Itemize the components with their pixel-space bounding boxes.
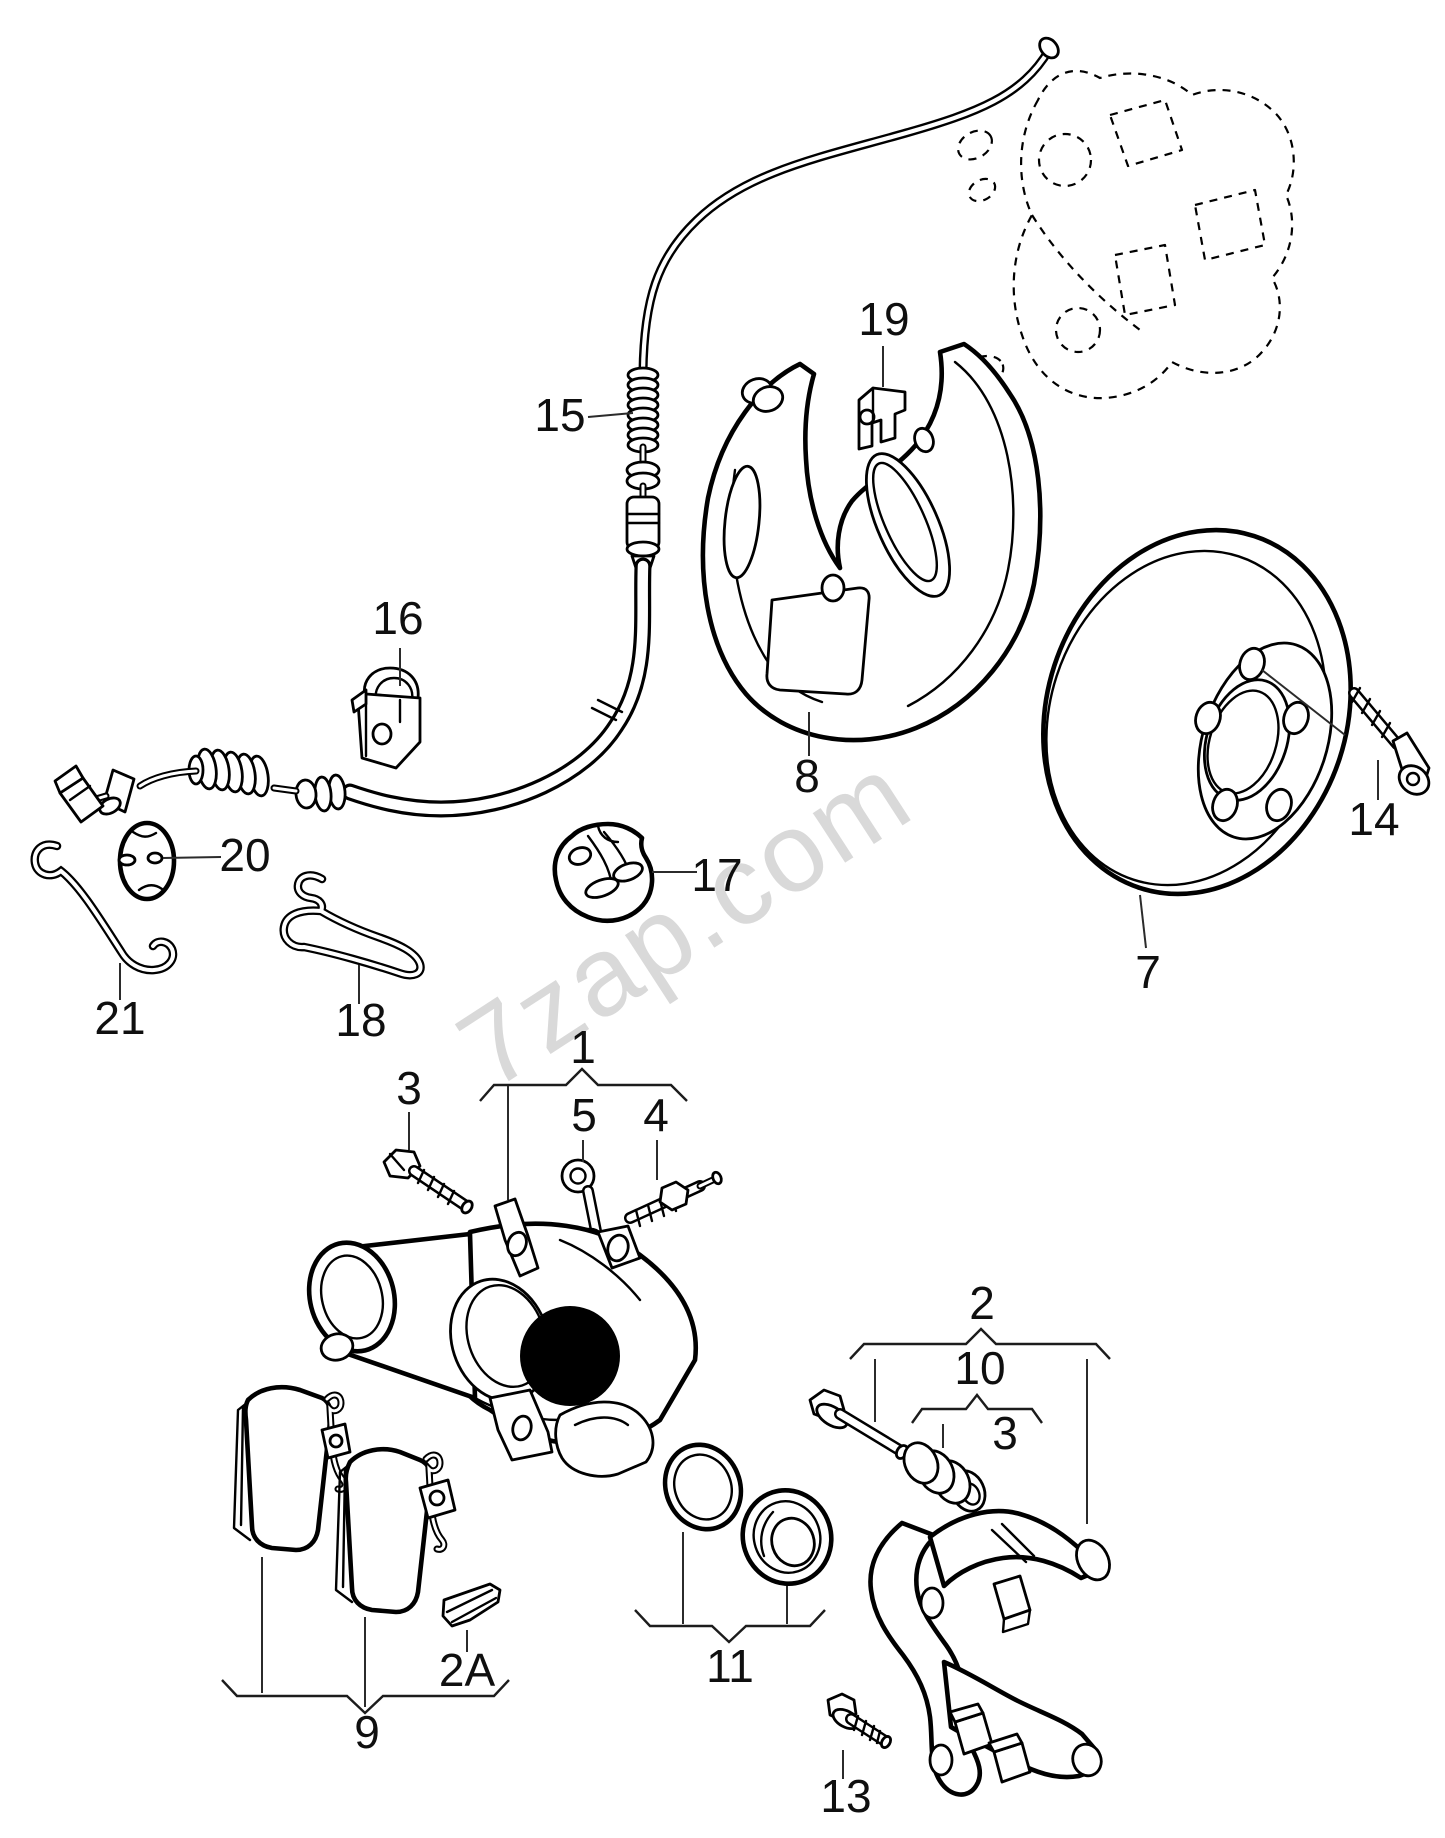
callout-3-guide[interactable]: 3 (992, 1407, 1018, 1459)
callout-21[interactable]: 21 (94, 992, 145, 1044)
callout-15[interactable]: 15 (534, 389, 585, 441)
callout-10[interactable]: 10 (954, 1342, 1005, 1394)
guide-bushing-bellows-drawing (902, 1441, 987, 1513)
phantom-caliper-drawing (959, 69, 1295, 400)
phantom-cable-guides (957, 129, 997, 203)
seal-kit-drawing (662, 1442, 834, 1587)
cable-ribbed-section (626, 366, 660, 454)
callout-18[interactable]: 18 (335, 994, 386, 1046)
callout-20[interactable]: 20 (219, 829, 270, 881)
bracket-9 (221, 1679, 510, 1715)
cable-drawing (53, 36, 1060, 824)
callout-7[interactable]: 7 (1135, 946, 1161, 998)
pad-right (343, 1447, 433, 1615)
bracket-2 (849, 1327, 1111, 1360)
callout-4[interactable]: 4 (643, 1089, 669, 1141)
stud-4-drawing (630, 1170, 723, 1228)
bracket-17-drawing (552, 821, 655, 923)
leader-7 (1139, 894, 1147, 949)
bracket-11 (634, 1609, 826, 1644)
callout-9[interactable]: 9 (354, 1706, 380, 1758)
callout-2[interactable]: 2 (969, 1277, 995, 1329)
pad-left (243, 1385, 334, 1553)
clip-16-drawing (350, 666, 422, 770)
caliper-body-drawing (306, 1197, 699, 1478)
watermark-text: 7zap.com (437, 730, 932, 1112)
callout-17[interactable]: 17 (691, 849, 742, 901)
callout-16[interactable]: 16 (372, 592, 423, 644)
caliper-hook (554, 1400, 655, 1478)
callout-14[interactable]: 14 (1348, 793, 1399, 845)
clip-19-drawing (857, 386, 907, 451)
caliper-carrier-drawing (868, 1508, 1111, 1797)
bracket-1 (479, 1067, 688, 1102)
redaction-blob (520, 1306, 620, 1406)
splash-shield-drawing (700, 341, 1043, 743)
bolt-3-caliper-drawing (382, 1148, 474, 1215)
callout-3-caliper[interactable]: 3 (396, 1062, 422, 1114)
bolt-13-drawing (826, 1692, 892, 1749)
lug-hole (1238, 646, 1266, 682)
leader-11 (682, 1532, 788, 1624)
leader-20 (162, 856, 222, 859)
callout-19[interactable]: 19 (858, 293, 909, 345)
brake-pads-drawing (232, 1385, 457, 1615)
guide-pin-drawing (808, 1388, 910, 1460)
callout-11[interactable]: 11 (706, 1640, 754, 1692)
countersunk-screw-14-drawing (1261, 669, 1431, 796)
spring-18-drawing (284, 875, 421, 975)
bracket-10 (911, 1393, 1043, 1424)
shim-2a-drawing (441, 1582, 502, 1628)
callout-13[interactable]: 13 (820, 1770, 871, 1822)
callout-5[interactable]: 5 (571, 1089, 597, 1141)
leader-2 (874, 1359, 1088, 1524)
brake-disc-drawing (1041, 527, 1353, 897)
callout-1[interactable]: 1 (570, 1021, 596, 1073)
callout-8[interactable]: 8 (794, 750, 820, 802)
callout-2a[interactable]: 2A (439, 1644, 496, 1696)
cable-lower-end (53, 747, 347, 824)
leader-9 (261, 1557, 366, 1707)
leader-15 (587, 412, 634, 418)
grommet-20-drawing (117, 820, 177, 902)
